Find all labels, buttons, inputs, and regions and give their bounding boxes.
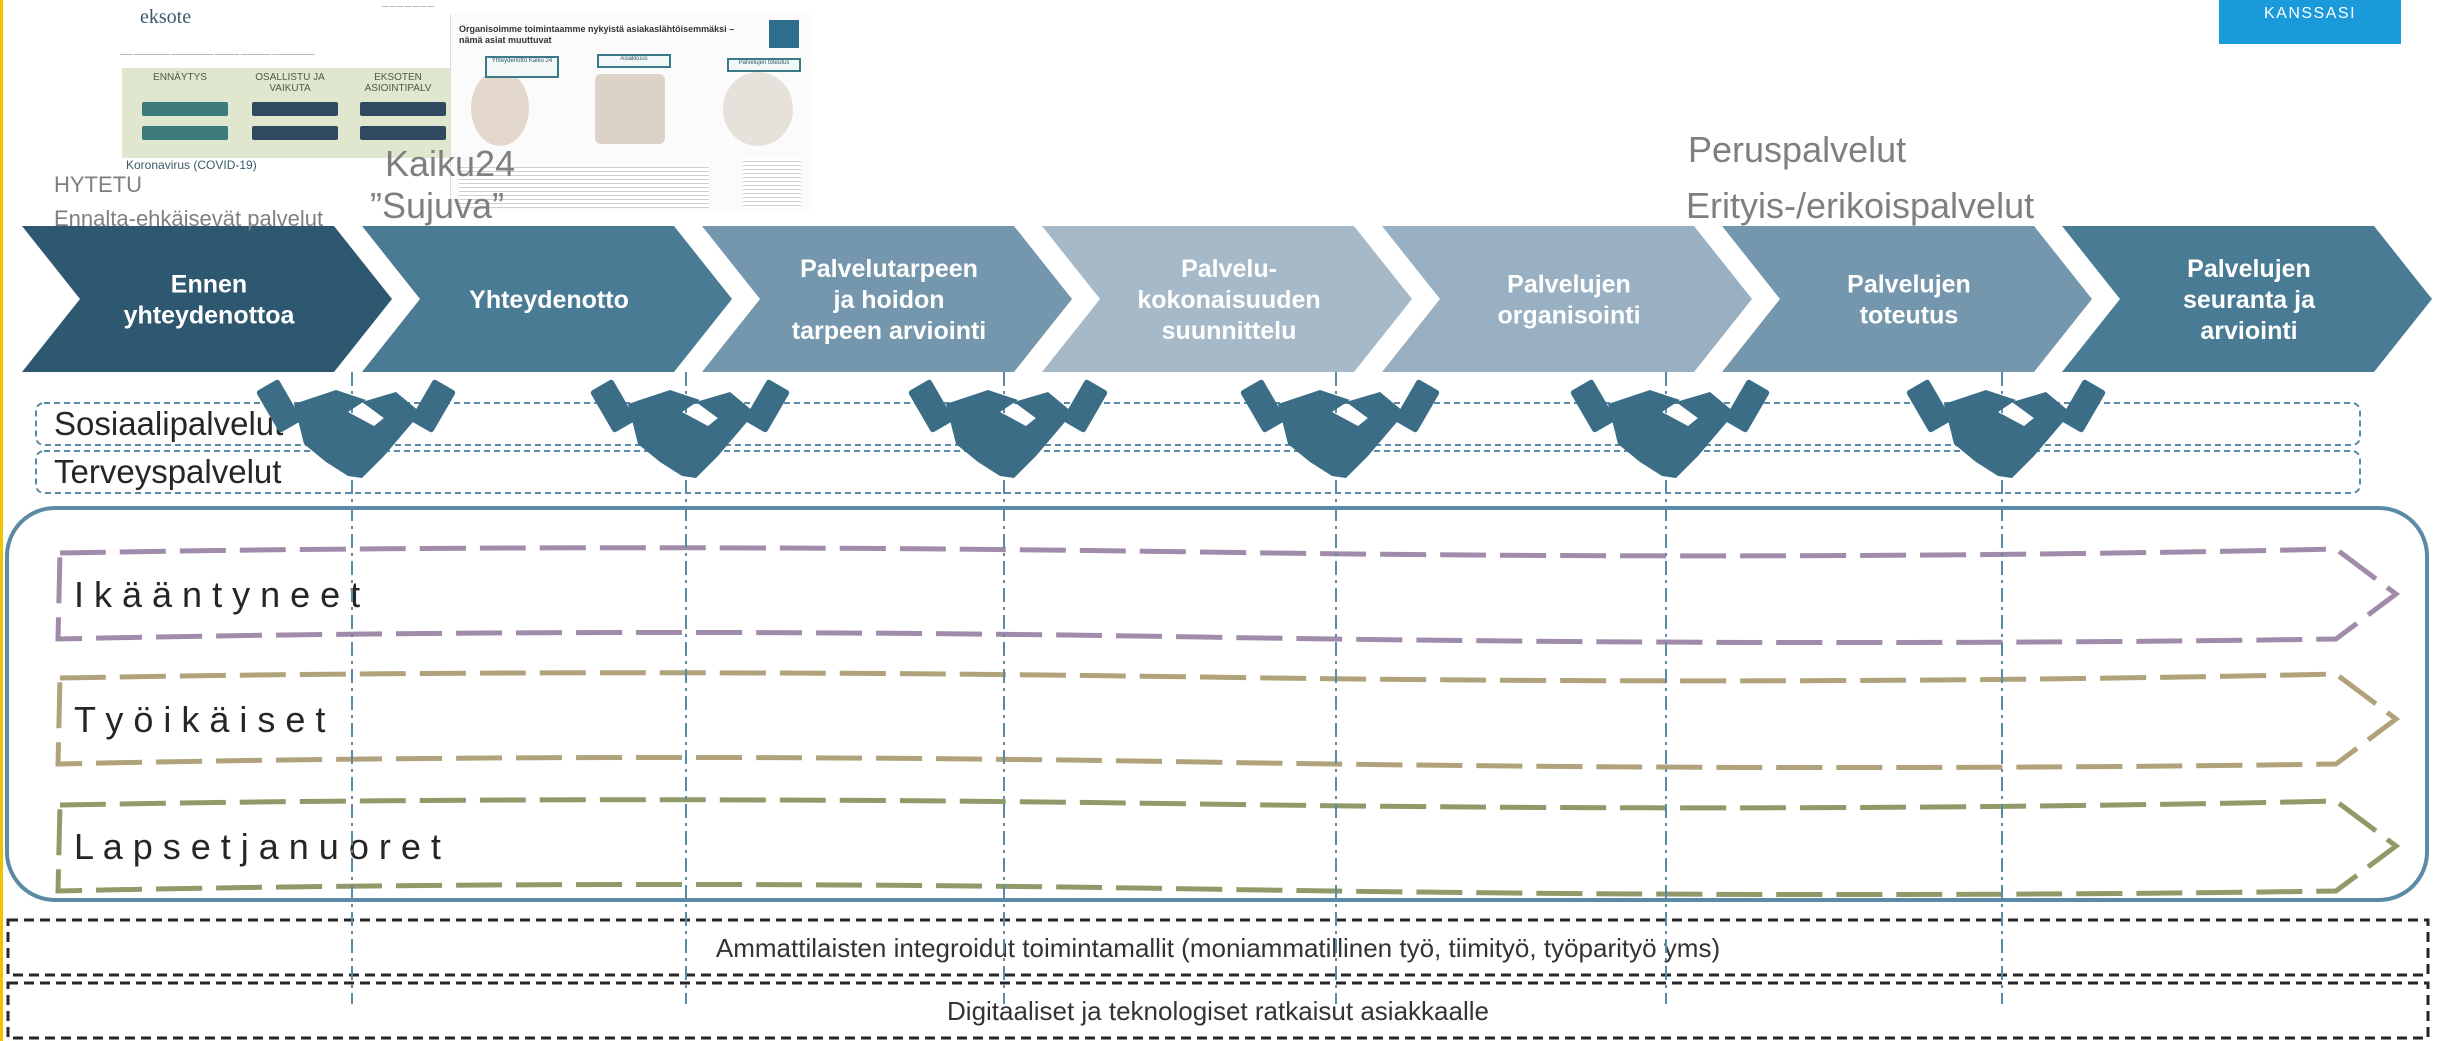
target-group-arrow bbox=[55, 545, 2401, 646]
sector-row bbox=[35, 450, 2361, 494]
screenshot-doc-box: Palvelujen toteutus bbox=[727, 58, 801, 72]
screenshot-pill bbox=[360, 102, 446, 116]
phase-chevron bbox=[1042, 226, 1412, 372]
bottom-bar-label: Ammattilaisten integroidut toimintamalli… bbox=[716, 933, 1720, 963]
bottom-bar-label: Digitaaliset ja teknologiset ratkaisut a… bbox=[947, 996, 1489, 1026]
screenshot-column-1: ENNÄYTYS bbox=[153, 72, 207, 83]
screenshot-pill bbox=[142, 126, 228, 140]
phase-label: Yhteydenotto bbox=[469, 286, 629, 314]
target-group-arrow bbox=[55, 797, 2401, 898]
website-screenshot: eksote — — — — — — — —— —————— ——————— —… bbox=[120, 0, 812, 210]
screenshot-pill bbox=[252, 102, 338, 116]
screenshot-doc-text bbox=[459, 164, 709, 208]
target-group-label: L a p s e t j a n u o r e t bbox=[74, 826, 441, 867]
screenshot-banner: ENNÄYTYS OSALLISTU JA VAIKUTA EKSOTEN AS… bbox=[122, 68, 454, 158]
phase-chevron bbox=[2062, 226, 2432, 372]
bottom-bar bbox=[6, 918, 2430, 977]
eksote-logo: eksote bbox=[140, 6, 192, 28]
annotation-kaiku24: Kaiku24 bbox=[385, 143, 516, 184]
handshake-icon bbox=[1905, 378, 2107, 478]
left-accent-line bbox=[0, 0, 3, 1041]
screenshot-doc-box: Asiakkuus bbox=[597, 54, 671, 68]
phase-chevron bbox=[702, 226, 1072, 372]
target-group-label: T y ö i k ä i s e t bbox=[74, 699, 325, 740]
sector-label: Sosiaalipalvelut bbox=[54, 405, 283, 442]
kanssasi-button[interactable]: KANSSASI bbox=[2219, 0, 2401, 44]
screenshot-photo-cyclist bbox=[723, 72, 793, 146]
handshake-icon bbox=[907, 378, 1109, 478]
screenshot-pill bbox=[252, 126, 338, 140]
screenshot-photo-care bbox=[595, 74, 665, 144]
screenshot-column-2: OSALLISTU JA VAIKUTA bbox=[255, 72, 325, 94]
screenshot-doc-title: Organisoimme toimintaamme nykyistä asiak… bbox=[459, 24, 735, 45]
handshake-icon bbox=[1239, 378, 1441, 478]
annotation-erityispalvelut: Erityis-/erikoispalvelut bbox=[1686, 185, 2035, 226]
target-groups-frame bbox=[5, 506, 2429, 902]
annotation-hytetu: HYTETU bbox=[54, 172, 142, 197]
phase-chevron bbox=[1722, 226, 2092, 372]
screenshot-doc-badge bbox=[769, 20, 799, 48]
target-group-arrow bbox=[55, 670, 2401, 771]
screenshot-top-links: — — — — — — — bbox=[382, 4, 435, 10]
phase-chevron bbox=[362, 226, 732, 372]
phase-chevron bbox=[22, 226, 392, 372]
screenshot-pill bbox=[360, 126, 446, 140]
phase-chevron bbox=[1382, 226, 1752, 372]
screenshot-doc-box: Yhteydenotto Kaiku 24 bbox=[485, 56, 559, 78]
screenshot-doc-side-text bbox=[743, 158, 801, 208]
bottom-bar bbox=[6, 981, 2430, 1040]
sector-row bbox=[35, 402, 2361, 446]
annotation-sujuva: ”Sujuva” bbox=[370, 185, 505, 226]
handshake-icon bbox=[589, 378, 791, 478]
screenshot-nav: —— —————— ——————— ———— ————— ——————— bbox=[120, 52, 315, 58]
screenshot-pill bbox=[142, 102, 228, 116]
sector-label: Terveyspalvelut bbox=[54, 453, 281, 490]
handshake-icon bbox=[255, 378, 457, 478]
annotation-ennalta-ehkaisevat: Ennalta-ehkäisevät palvelut bbox=[54, 206, 324, 231]
screenshot-document: Organisoimme toimintaamme nykyistä asiak… bbox=[450, 14, 811, 210]
handshake-icon bbox=[1569, 378, 1771, 478]
annotation-peruspalvelut: Peruspalvelut bbox=[1688, 129, 1907, 170]
target-group-label: I k ä ä n t y n e e t bbox=[74, 574, 360, 615]
screenshot-covid-link: Koronavirus (COVID-19) bbox=[126, 158, 257, 172]
screenshot-photo-person bbox=[471, 70, 529, 146]
screenshot-column-3: EKSOTEN ASIOINTIPALV bbox=[364, 72, 432, 94]
